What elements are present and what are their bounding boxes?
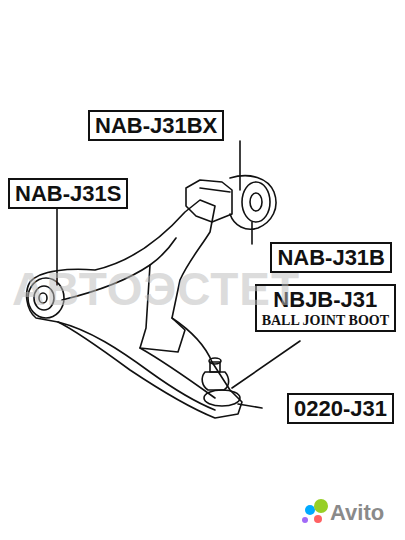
ball-joint-boot (202, 372, 228, 390)
avito-logo-dots (302, 499, 328, 523)
leader-line (239, 141, 241, 190)
ball-joint-housing (204, 390, 240, 406)
leader-line (238, 404, 262, 408)
rear-bushing-bracket (186, 180, 232, 222)
leader-line (232, 341, 300, 388)
part-number-box: NAB-J31S (8, 178, 128, 209)
part-number: NAB-J31BX (95, 113, 217, 138)
arm-edge (58, 322, 215, 410)
part-number-box: 0220-J31 (287, 393, 394, 424)
part-number-box: NAB-J31BX (88, 110, 224, 141)
ball-joint-top (209, 358, 221, 364)
rear-bushing-line (200, 188, 230, 192)
rear-bushing-face (242, 182, 270, 222)
rear-bushing-body (230, 176, 276, 230)
part-number: 0220-J31 (294, 396, 387, 421)
leader-line (251, 222, 253, 244)
part-number: NAB-J31S (15, 181, 121, 206)
watermark: АВТОЭСТЕТ (12, 262, 300, 316)
logo-text: Avito (330, 500, 384, 526)
rear-bushing-core (250, 193, 262, 211)
